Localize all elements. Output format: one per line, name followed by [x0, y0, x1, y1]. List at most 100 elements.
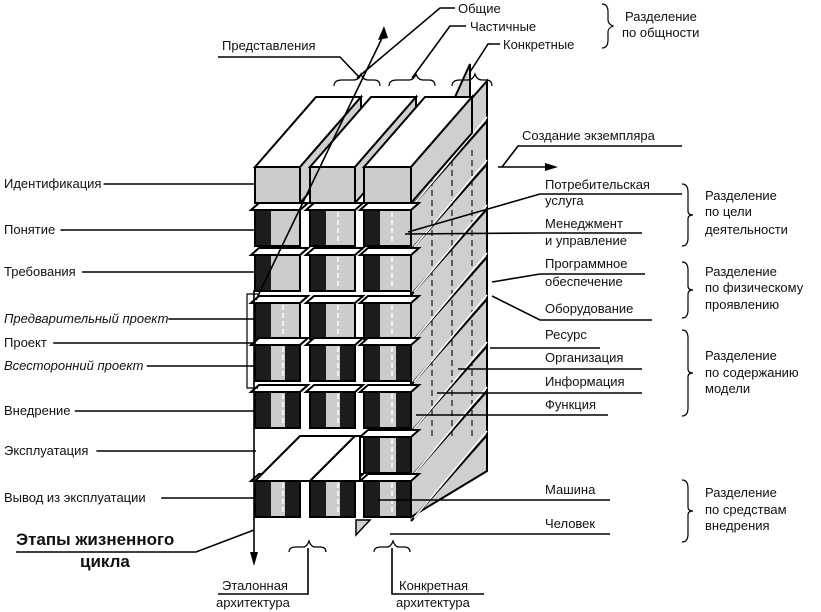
views-arrow-head	[378, 26, 388, 40]
block-r3-c2	[357, 295, 422, 340]
block-dark-band	[311, 304, 326, 338]
block-ledge	[357, 295, 422, 304]
block-dark-band-right	[285, 393, 299, 427]
group-item-label: Организация	[545, 350, 623, 365]
column-brace-partial	[388, 72, 436, 87]
block-r2-c0	[248, 247, 311, 292]
block-ledge	[357, 247, 422, 256]
instantiation-leader	[501, 145, 682, 168]
side-row-highlight	[413, 204, 488, 293]
lifecycle-labels: ИдентификацияПонятиеТребованияПредварите…	[4, 176, 256, 505]
level-particular: Конкретные	[503, 37, 574, 52]
block-dark-band	[311, 482, 326, 516]
block-dark-band-right	[340, 393, 354, 427]
lifecycle-phase-label: Эксплуатация	[4, 443, 88, 458]
block-dark-band	[311, 256, 326, 290]
group-heading-line: по средствам	[705, 502, 787, 517]
block-dark-band	[365, 346, 380, 380]
views-label: Представления	[222, 38, 316, 53]
generality-heading-line1: Разделение	[625, 9, 697, 24]
side-row-highlight	[413, 294, 488, 383]
block-dark-band	[311, 346, 326, 380]
block-ledge	[357, 202, 422, 211]
block-dark-band	[365, 211, 380, 245]
side-row-highlight	[413, 159, 488, 248]
group-heading-line: проявлению	[705, 297, 779, 312]
block-dark-band	[256, 346, 271, 380]
block-r2-c1	[303, 247, 366, 292]
group-item-leader	[407, 193, 682, 233]
block-dark-band-right	[340, 346, 354, 380]
side-row-highlight	[413, 252, 488, 341]
group-heading-line: Разделение	[705, 188, 777, 203]
block-dark-band-right	[396, 393, 410, 427]
group-item-label: услуга	[545, 193, 584, 208]
block-dark-band	[256, 304, 271, 338]
block-r4-c2	[357, 337, 422, 382]
block-ledge	[303, 202, 366, 211]
group-item-label: Информация	[545, 374, 625, 389]
block-ledge	[357, 384, 422, 393]
block-r6-c2	[357, 429, 422, 474]
group-heading-line: Разделение	[705, 348, 777, 363]
lifecycle-arrow-head	[250, 552, 258, 566]
generality-heading-line2: по общности	[622, 25, 699, 40]
block-ledge	[357, 473, 422, 482]
block-front-face	[363, 166, 412, 204]
level-partial: Частичные	[470, 19, 536, 34]
block-dark-band	[365, 393, 380, 427]
lifecycle-phase-label: Идентификация	[4, 176, 101, 191]
group-item-label: Машина	[545, 482, 596, 497]
partial-leader	[411, 25, 466, 79]
group-item-label: Оборудование	[545, 301, 633, 316]
block-r1-c1	[303, 202, 366, 247]
plane-bottom-tip	[355, 519, 372, 537]
group-heading-line: внедрения	[705, 518, 770, 533]
block-dark-band	[365, 304, 380, 338]
group-brace	[681, 183, 694, 247]
group-heading-line: по содержанию	[705, 365, 799, 380]
block-r5-c2	[357, 384, 422, 429]
reference-architecture-line1: Эталонная	[222, 578, 288, 593]
particular-brace	[373, 539, 411, 553]
reference-leader	[218, 548, 309, 595]
lifecycle-phase-label: Понятие	[4, 222, 55, 237]
exploitation-plane-partial	[307, 435, 361, 482]
block-r2-c2	[357, 247, 422, 292]
lifecycle-phase-label: Предварительный проект	[4, 311, 169, 326]
lifecycle-phase-label: Требования	[4, 264, 76, 279]
lifecycle-title-leader	[16, 529, 255, 553]
block-dark-band	[311, 393, 326, 427]
instantiation-label: Создание экземпляра	[522, 128, 656, 143]
lifecycle-title-line1: Этапы жизненного	[16, 530, 174, 549]
lifecycle-phase-label: Внедрение	[4, 403, 71, 418]
views-leader	[218, 56, 361, 79]
block-ledge	[303, 384, 366, 393]
block-ledge	[303, 295, 366, 304]
group-item-leader	[404, 232, 642, 235]
block-r7-c2	[357, 473, 422, 518]
block-dark-band-right	[340, 482, 354, 516]
particular-architecture-line2: архитектура	[396, 595, 471, 610]
block-dark-band-right	[285, 346, 299, 380]
group-brace	[681, 479, 694, 543]
generality-brace	[601, 3, 615, 49]
group-heading-line: по цели	[705, 204, 752, 219]
reference-architecture-line2: архитектура	[216, 595, 291, 610]
block-dark-band	[256, 393, 271, 427]
block-r0-c2	[361, 94, 475, 206]
block-r1-c2	[357, 202, 422, 247]
block-dark-band-right	[285, 482, 299, 516]
column-brace-general	[333, 72, 381, 87]
lifecycle-title-line2: цикла	[80, 552, 130, 571]
block-ledge	[357, 337, 422, 346]
group-item-label: Функция	[545, 397, 596, 412]
views-axis	[255, 33, 385, 301]
block-dark-band	[256, 482, 271, 516]
lifecycle-phase-label: Всесторонний проект	[4, 358, 144, 373]
block-ledge	[248, 295, 311, 304]
block-r4-c0	[248, 337, 311, 382]
